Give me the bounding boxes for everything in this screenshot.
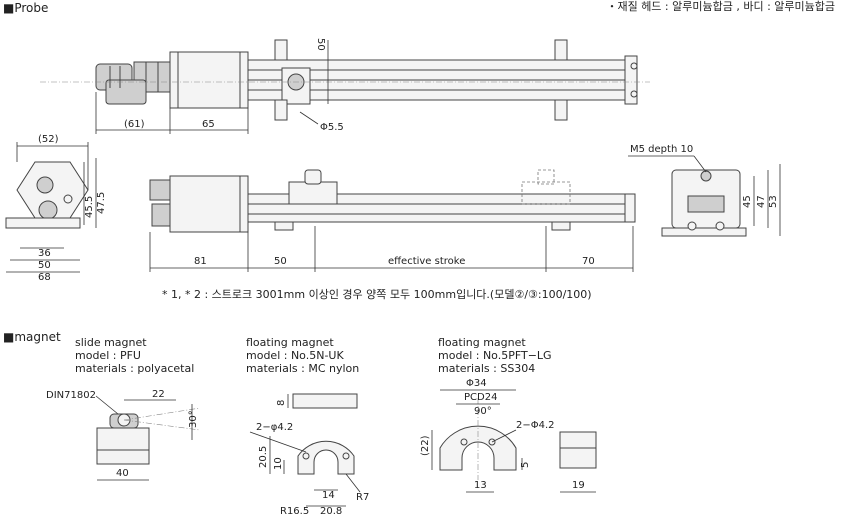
stroke-note: * 1, * 2 : 스트로크 3001mm 이상인 경우 양쪽 모두 100m…	[162, 288, 592, 301]
r165-label: R16.5	[280, 506, 309, 517]
magnet-1-name: slide magnet	[75, 336, 147, 349]
dim-10: 10	[273, 457, 284, 470]
magnet-1-materials: materials : polyacetal	[75, 362, 195, 375]
slide-magnet-drawing	[95, 395, 201, 481]
magnet-1-model: model : PFU	[75, 349, 141, 362]
probe-top-view	[40, 39, 650, 134]
holes-label-2: 2−Φ4.2	[516, 420, 555, 431]
magnet-3-name: floating magnet	[438, 336, 526, 349]
magnet-3-model: model : No.5PFT−LG	[438, 349, 552, 362]
dim-36: 36	[38, 248, 51, 259]
magnet-section-title: ■magnet	[3, 330, 61, 344]
floating-magnet-5pft-drawing	[431, 389, 597, 493]
dim-side-50: 50	[274, 256, 287, 267]
dim-5: 5	[520, 462, 531, 468]
m5-depth-label: M5 depth 10	[630, 144, 693, 155]
magnet-3-materials: materials : SS304	[438, 362, 536, 375]
probe-section-title: ■Probe	[3, 1, 49, 15]
floating-magnet-5n-drawing	[249, 393, 361, 507]
dim-205: 20.5	[258, 446, 269, 468]
holes-label-1: 2−φ4.2	[256, 422, 293, 433]
dim-475: 47.5	[96, 192, 107, 214]
probe-end-view	[628, 155, 781, 237]
dim-22: 22	[152, 389, 165, 400]
dim-top-50: 50	[315, 38, 326, 51]
r7-label: R7	[356, 492, 369, 503]
dim-front-50: 50	[38, 260, 51, 271]
din-label: DIN71802	[46, 390, 96, 401]
dim-hole-55: Φ5.5	[320, 122, 344, 133]
probe-front-view	[5, 142, 97, 273]
dim-19: 19	[572, 480, 585, 491]
dim-208: 20.8	[320, 506, 342, 517]
pcd-label: PCD24	[464, 392, 497, 403]
dim-13: 13	[474, 480, 487, 491]
dim-53: 53	[768, 195, 779, 208]
material-note: ・재질 헤드 : 알루미늄합금 , 바디 : 알루미늄합금	[606, 0, 835, 13]
dim-61: (61)	[124, 119, 145, 130]
dim-34: Φ34	[466, 378, 487, 389]
dim-65: 65	[202, 119, 215, 130]
dim-68: 68	[38, 272, 51, 283]
dim-8: 8	[276, 400, 287, 406]
dim-22-paren: (22)	[420, 435, 431, 456]
dim-effective-stroke: effective stroke	[388, 256, 465, 267]
dim-52: (52)	[38, 134, 59, 145]
dim-40: 40	[116, 468, 129, 479]
magnet-2-name: floating magnet	[246, 336, 334, 349]
magnet-2-materials: materials : MC nylon	[246, 362, 360, 375]
dim-455: 45.5	[84, 196, 95, 218]
magnet-2-model: model : No.5N-UK	[246, 349, 344, 362]
dim-30-deg: 30°	[188, 410, 199, 428]
angle-90-label: 90°	[474, 406, 492, 417]
dim-70: 70	[582, 256, 595, 267]
dim-47: 47	[756, 195, 767, 208]
dim-14: 14	[322, 490, 335, 501]
probe-side-view	[149, 169, 636, 272]
dim-81: 81	[194, 256, 207, 267]
dim-45: 45	[742, 195, 753, 208]
